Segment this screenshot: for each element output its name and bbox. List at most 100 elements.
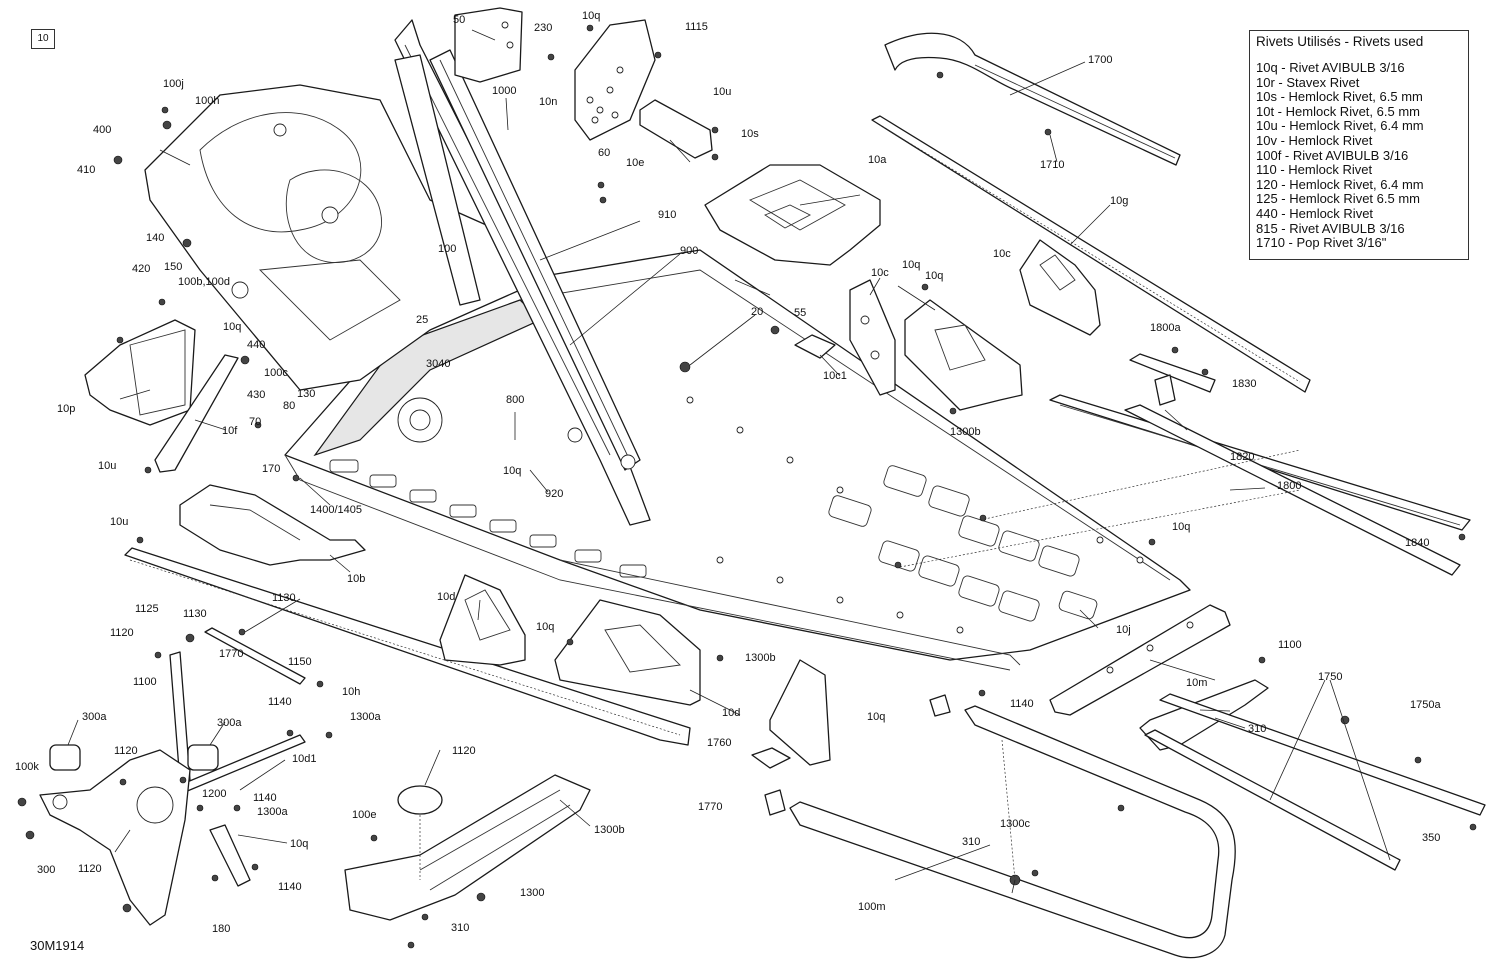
callout-label: 10q <box>290 838 308 850</box>
callout-label: 1140 <box>278 881 302 893</box>
part-1300 <box>789 705 1236 959</box>
callout-label: 10q <box>582 10 600 22</box>
callout-label: 80 <box>283 400 295 412</box>
callout-label: 1820 <box>1230 451 1254 463</box>
callout-label: 1300b <box>594 824 625 836</box>
callout-label: 1100 <box>133 676 157 688</box>
callout-label: 1115 <box>685 21 708 33</box>
leader-lines <box>67 29 1391 894</box>
part-10m <box>1049 604 1231 716</box>
callout-label: 800 <box>506 394 524 406</box>
part-100e <box>344 774 591 921</box>
callout-label: 1125 <box>135 603 159 615</box>
part-10h <box>124 547 691 746</box>
callout-label: 10g <box>1110 195 1128 207</box>
callout-label: 1750a <box>1410 699 1441 711</box>
callout-label: 10q <box>223 321 241 333</box>
callout-label: 10u <box>713 86 731 98</box>
callout-label: 180 <box>212 923 230 935</box>
legend-title: Rivets Utilisés - Rivets used <box>1256 34 1424 49</box>
callout-label: 1770 <box>219 648 243 660</box>
part-1750 <box>1144 693 1486 871</box>
legend-item: 120 - Hemlock Rivet, 6.4 mm <box>1256 176 1424 192</box>
callout-label: 10c <box>993 248 1011 260</box>
callout-label: 70 <box>249 416 261 428</box>
callout-labels: 5023010q11151000100j100h40041010n10u10s1… <box>15 10 1441 935</box>
callout-label: 1140 <box>1010 698 1034 710</box>
callout-label: 230 <box>534 22 552 34</box>
part-10f <box>154 354 239 473</box>
part-10d-right <box>769 659 831 766</box>
front-bulkhead <box>144 84 521 391</box>
part-1300a-top <box>929 694 951 717</box>
callout-label: 440 <box>247 339 265 351</box>
callout-label: 10d <box>722 707 740 719</box>
callout-label: 100h <box>195 95 219 107</box>
callout-label: 100m <box>858 901 886 913</box>
callout-label: 10q <box>503 465 521 477</box>
legend-list: 10q - Rivet AVIBULB 3/16 10r - Stavex Ri… <box>1256 60 1462 251</box>
tunnel-cutouts <box>828 465 1098 622</box>
tunnel-holes <box>686 396 1144 634</box>
callout-label: 20 <box>751 306 763 318</box>
legend-item: 815 - Rivet AVIBULB 3/16 <box>1256 220 1405 236</box>
callout-label: 1130 <box>183 608 207 620</box>
callout-label: 410 <box>77 164 95 176</box>
callout-label: 10u <box>110 516 128 528</box>
legend-item: 10v - Hemlock Rivet <box>1256 132 1373 148</box>
callout-label: 300 <box>37 864 55 876</box>
callout-label: 1760 <box>707 737 731 749</box>
legend-item: 10r - Stavex Rivet <box>1256 74 1360 90</box>
callout-label: 100b,100d <box>178 276 230 288</box>
callout-label: 10n <box>539 96 557 108</box>
part-10c-left <box>849 279 896 396</box>
callout-label: 310 <box>451 922 469 934</box>
part-10n <box>574 19 656 141</box>
callout-label: 1300b <box>745 652 776 664</box>
part-1300a-bottom <box>764 789 786 816</box>
figure-number: 10 <box>31 29 55 49</box>
callout-label: 100e <box>352 809 376 821</box>
drawing-code: 30M1914 <box>30 938 85 953</box>
callout-label: 100 <box>438 243 456 255</box>
callout-label: 1830 <box>1232 378 1256 390</box>
callout-label: 400 <box>93 124 111 136</box>
assembly-lines <box>419 449 1301 881</box>
callout-label: 50 <box>453 14 465 26</box>
part-10e <box>639 99 713 159</box>
callout-label: 10d1 <box>292 753 316 765</box>
part-10b <box>179 484 366 566</box>
callout-label: 150 <box>164 261 182 273</box>
callout-label: 1140 <box>253 792 277 804</box>
callout-label: 1700 <box>1088 54 1112 66</box>
callout-label: 10m <box>1186 677 1207 689</box>
callout-label: 170 <box>262 463 280 475</box>
callout-label: 140 <box>146 232 164 244</box>
fasteners <box>17 24 1477 949</box>
part-10p <box>84 319 196 426</box>
callout-label: 10f <box>222 425 238 437</box>
callout-label: 10q <box>925 270 943 282</box>
legend-item: 10q - Rivet AVIBULB 3/16 <box>1256 60 1405 75</box>
callout-label: 100c <box>264 367 288 379</box>
callout-label: 10q <box>536 621 554 633</box>
part-10d-left <box>439 574 526 666</box>
callout-label: 60 <box>598 147 610 159</box>
legend-item: 10t - Hemlock Rivet, 6.5 mm <box>1256 103 1420 119</box>
callout-label: 1800 <box>1277 480 1301 492</box>
part-10g <box>871 115 1311 393</box>
callout-label: 920 <box>545 488 563 500</box>
callout-label: 1150 <box>288 656 312 668</box>
callout-label: 1100 <box>1278 639 1302 651</box>
part-10a <box>704 164 881 266</box>
legend-item: 125 - Hemlock Rivet 6.5 mm <box>1256 191 1420 207</box>
callout-label: 1750 <box>1318 671 1342 683</box>
callout-label: 1400/1405 <box>310 504 362 516</box>
legend-item: 10s - Hemlock Rivet, 6.5 mm <box>1256 89 1423 105</box>
callout-label: 10u <box>98 460 116 472</box>
callout-label: 1840 <box>1405 537 1429 549</box>
callout-label: 130 <box>297 388 315 400</box>
part-10c1 <box>794 334 836 359</box>
callout-label: 310 <box>962 836 980 848</box>
